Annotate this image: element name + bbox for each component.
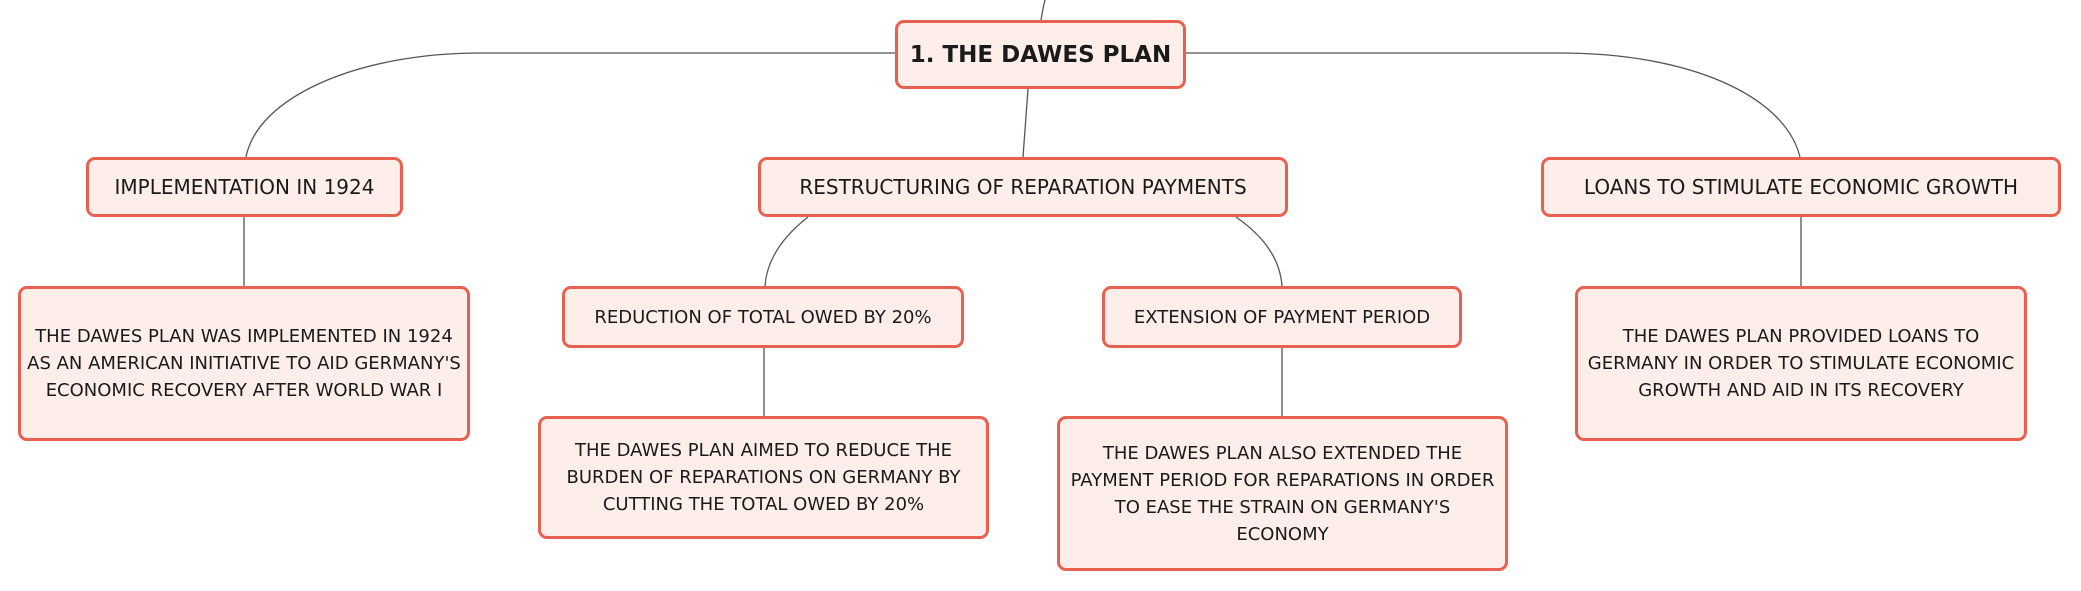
topic-implementation[interactable]: IMPLEMENTATION IN 1924 [86,157,403,217]
topic-loans-label: LOANS TO STIMULATE ECONOMIC GROWTH [1583,175,2019,199]
detail-implementation-text: THE DAWES PLAN WAS IMPLEMENTED IN 1924 A… [27,326,461,401]
connector-root-to-implementation [245,52,895,158]
topic-restructuring[interactable]: RESTRUCTURING OF REPARATION PAYMENTS [758,157,1288,217]
root-node[interactable]: 1. THE DAWES PLAN [895,20,1186,89]
connector-restructuring-to-reduction [764,216,809,287]
detail-loans-text: THE DAWES PLAN PROVIDED LOANS TO GERMANY… [1587,326,2015,401]
connector-restructuring-to-extension [1235,216,1283,287]
topic-implementation-label: IMPLEMENTATION IN 1924 [114,175,375,199]
topic-restructuring-label: RESTRUCTURING OF REPARATION PAYMENTS [799,175,1247,199]
subtopic-reduction-label: REDUCTION OF TOTAL OWED BY 20% [594,306,932,328]
connector-parent-to-root [1040,0,1046,21]
root-label: 1. THE DAWES PLAN [909,41,1172,68]
subtopic-extension-label: EXTENSION OF PAYMENT PERIOD [1133,306,1431,328]
detail-loans[interactable]: THE DAWES PLAN PROVIDED LOANS TO GERMANY… [1575,286,2027,441]
detail-extension[interactable]: THE DAWES PLAN ALSO EXTENDED THE PAYMENT… [1057,416,1508,571]
detail-extension-text: THE DAWES PLAN ALSO EXTENDED THE PAYMENT… [1070,442,1495,545]
connector-root-to-loans [1186,52,1801,158]
detail-reduction[interactable]: THE DAWES PLAN AIMED TO REDUCE THE BURDE… [538,416,989,539]
subtopic-reduction[interactable]: REDUCTION OF TOTAL OWED BY 20% [562,286,964,348]
detail-reduction-text: THE DAWES PLAN AIMED TO REDUCE THE BURDE… [566,440,961,515]
topic-loans[interactable]: LOANS TO STIMULATE ECONOMIC GROWTH [1541,157,2061,217]
detail-implementation[interactable]: THE DAWES PLAN WAS IMPLEMENTED IN 1924 A… [18,286,470,441]
connector-root-to-restructuring [1022,88,1029,158]
subtopic-extension[interactable]: EXTENSION OF PAYMENT PERIOD [1102,286,1462,348]
